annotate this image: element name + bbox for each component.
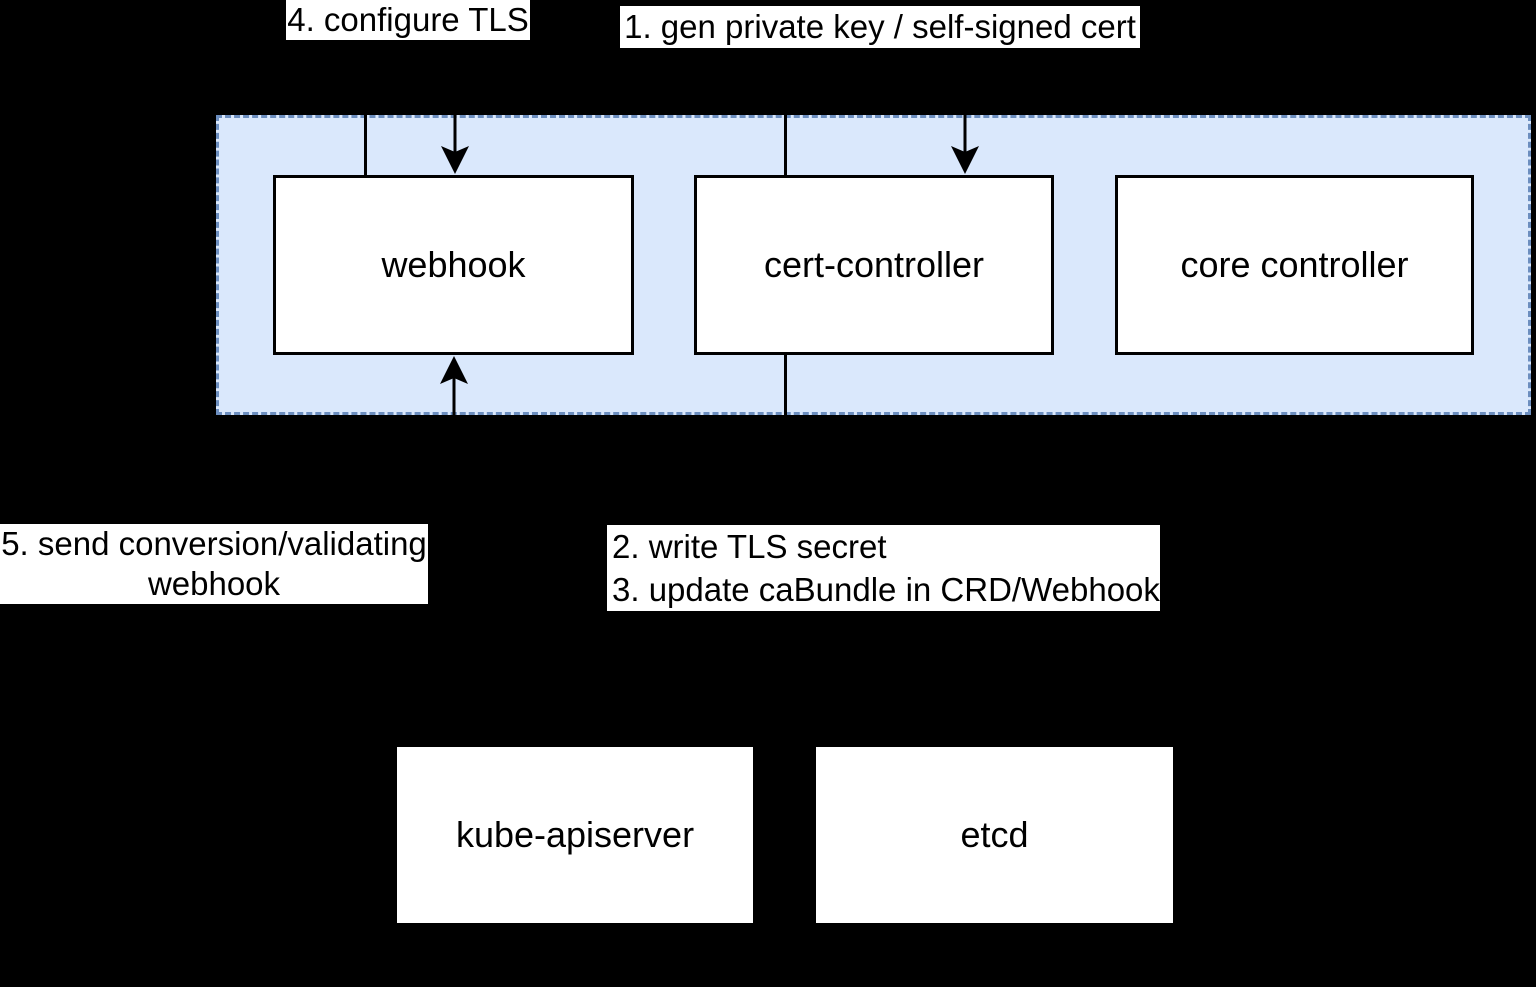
node-webhook: webhook [273, 175, 634, 355]
annotation-step-4: 4. configure TLS [286, 0, 530, 40]
node-etcd: etcd [816, 747, 1173, 923]
annotation-steps-2-3-line2: 3. update caBundle in CRD/Webhook [612, 571, 1160, 608]
annotation-step-5-line2: webhook [147, 565, 281, 602]
annotation-steps-2-3: 2. write TLS secret 3. update caBundle i… [607, 525, 1160, 611]
annotation-steps-2-3-line1: 2. write TLS secret [612, 528, 887, 565]
node-etcd-label: etcd [960, 814, 1029, 855]
node-webhook-label: webhook [381, 244, 526, 286]
node-cert-controller: cert-controller [694, 175, 1054, 355]
annotation-step-1: 1. gen private key / self-signed cert [620, 6, 1140, 48]
annotation-step-5: 5. send conversion/validating webhook [0, 524, 428, 604]
node-core-controller-label: core controller [1180, 244, 1409, 286]
annotation-step-5-line1: 5. send conversion/validating [1, 525, 427, 562]
node-kube-apiserver: kube-apiserver [397, 747, 753, 923]
node-kube-apiserver-label: kube-apiserver [455, 814, 695, 855]
node-core-controller: core controller [1115, 175, 1474, 355]
node-cert-controller-label: cert-controller [763, 244, 985, 286]
